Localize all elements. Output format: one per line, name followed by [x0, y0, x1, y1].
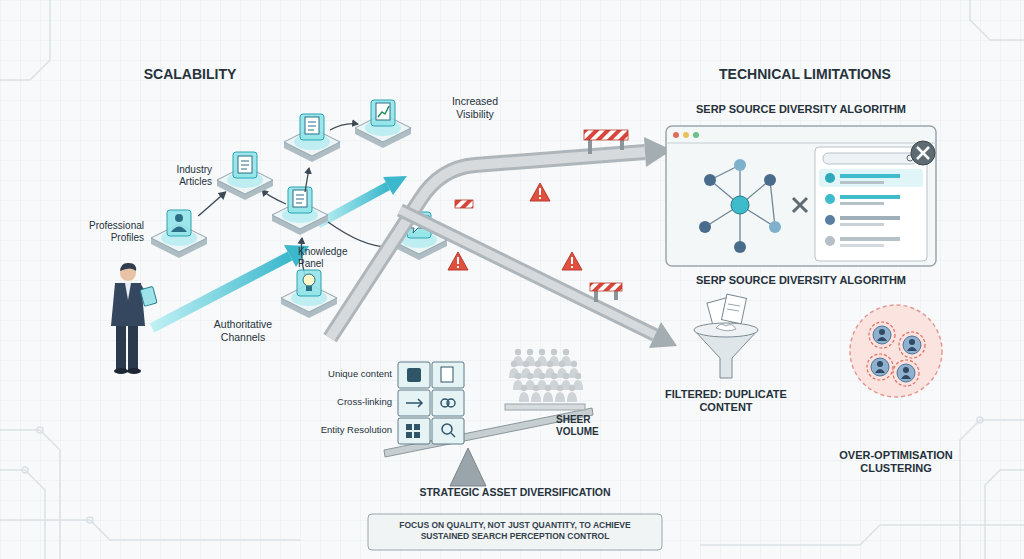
node-label: OVER-OPTIMISATION CLUSTERING: [826, 449, 966, 475]
quality-label: Cross-linking: [296, 396, 392, 407]
article-tile: Industry Articles: [214, 150, 276, 200]
path-label: Increased Visibility: [440, 95, 510, 121]
tile-shape: [214, 150, 276, 200]
duplicate-filter: FILTERED: DUPLICATE CONTENT: [690, 300, 762, 382]
node-label: Professional Profiles: [76, 220, 144, 244]
knowledge-tile: Knowledge Panel: [278, 268, 340, 318]
node-label: Industry Articles: [168, 164, 212, 188]
balance-heading: STRATEGIC ASSET DIVERSIFICATION: [370, 486, 660, 499]
node-label: FILTERED: DUPLICATE CONTENT: [656, 388, 796, 414]
node-sublabel: SERP SOURCE DIVERSITY ALGORITHM: [665, 274, 937, 287]
node-label: SERP SOURCE DIVERSITY ALGORITHM: [665, 103, 937, 116]
volume-label: SHEER VOLUME: [556, 414, 612, 438]
caption-text: FOCUS ON QUALITY, NOT JUST QUANTITY, TO …: [376, 520, 654, 542]
crowd-figures: [505, 349, 585, 410]
node-label: Knowledge Panel: [298, 246, 356, 270]
growth-arrows: [152, 176, 407, 328]
decor-tiles: [272, 100, 447, 260]
barriers: [455, 130, 628, 302]
quality-label: Entity Resolution: [296, 424, 392, 435]
cluster-circle-node: OVER-OPTIMISATION CLUSTERING: [848, 303, 944, 399]
visibility-path: [330, 137, 677, 348]
caption-box: [368, 514, 662, 550]
cluster-circle: [848, 303, 944, 399]
section-heading: SCALABILITY: [100, 66, 280, 83]
serp-panel: SERP SOURCE DIVERSITY ALGORITHMSERP SOUR…: [665, 125, 937, 267]
tile-shape: [148, 208, 210, 258]
person-figure: [111, 263, 157, 374]
funnel-shape: [690, 300, 762, 382]
connector-arrow: [198, 192, 225, 216]
arrow-label: Authoritative Channels: [200, 318, 286, 344]
section-heading: TECHNICAL LIMITATIONS: [690, 66, 920, 83]
quality-label: Unique content: [296, 368, 392, 379]
profile-tile: Professional Profiles: [148, 208, 210, 258]
serp-window: [665, 125, 937, 267]
tile-shape: [278, 268, 340, 318]
warning-signs: [448, 183, 582, 270]
